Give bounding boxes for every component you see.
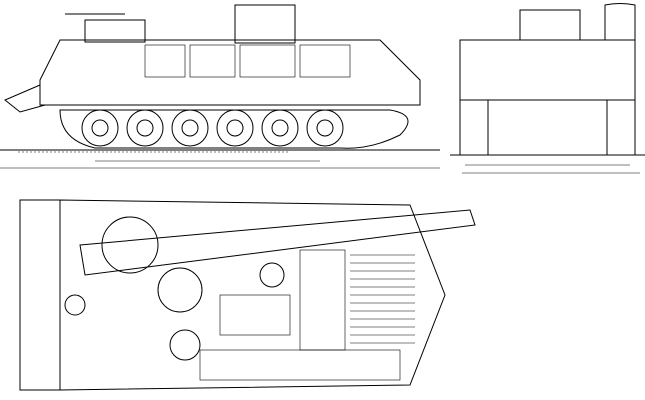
hull: [39, 39, 421, 106]
side-view: [0, 4, 440, 169]
track-fender: [199, 349, 401, 381]
side-panel: [299, 44, 351, 78]
turret-ring: [157, 267, 203, 313]
road-wheel: [91, 119, 109, 137]
road-wheel: [126, 109, 164, 147]
crane-box: [234, 4, 296, 44]
dozer-blade-top: [19, 199, 61, 391]
road-wheel: [136, 119, 154, 137]
hull-top: [59, 199, 446, 391]
turret: [84, 19, 146, 43]
engine-grille: [299, 249, 346, 351]
road-wheel: [181, 119, 199, 137]
road-wheel: [261, 109, 299, 147]
road-wheel: [271, 119, 289, 137]
side-panel: [144, 44, 186, 78]
front-hull: [459, 39, 636, 101]
hatch: [64, 294, 86, 316]
crane-boom: [79, 209, 476, 276]
road-wheel: [316, 119, 334, 137]
road-wheel: [171, 109, 209, 147]
side-panel: [189, 44, 236, 78]
hatch: [169, 329, 201, 361]
hatch: [259, 262, 285, 288]
top-view: [19, 199, 476, 391]
road-wheel: [226, 119, 244, 137]
road-wheels: [81, 109, 344, 147]
dozer-blade: [4, 84, 46, 113]
front-crane: [604, 3, 636, 40]
front-turret: [519, 9, 581, 41]
engine-deck-panel: [219, 294, 291, 336]
track: [59, 109, 409, 149]
road-wheel: [306, 109, 344, 147]
road-wheel: [81, 109, 119, 147]
left-track-front: [459, 99, 489, 156]
front-view: [450, 3, 645, 174]
side-panel: [239, 44, 296, 78]
right-track-front: [606, 99, 636, 156]
hatch: [101, 216, 159, 274]
grille-slats: [350, 254, 415, 344]
road-wheel: [216, 109, 254, 147]
